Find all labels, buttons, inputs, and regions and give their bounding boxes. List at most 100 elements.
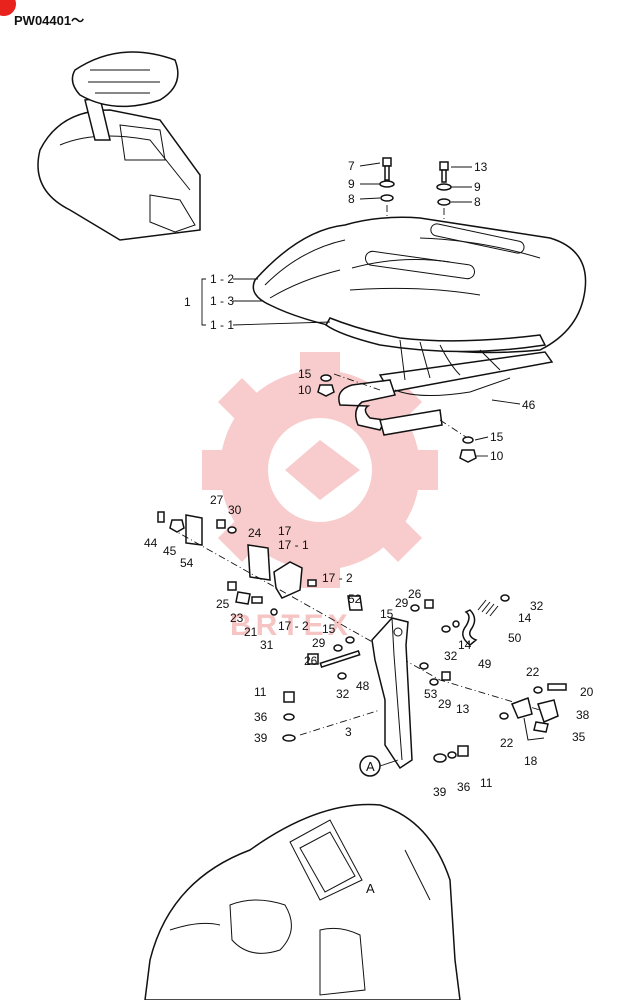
nut-45 xyxy=(169,519,185,533)
bracket-3 xyxy=(371,617,413,770)
label-24: 24 xyxy=(248,526,262,540)
seat-frame-46 xyxy=(338,339,554,436)
bolt-13b xyxy=(441,671,451,681)
nut-10b xyxy=(459,449,477,463)
washer-39b xyxy=(433,753,447,763)
label-23: 23 xyxy=(230,611,244,625)
bolt-26b xyxy=(307,653,319,665)
label-22b: 22 xyxy=(500,736,514,750)
label-3: 3 xyxy=(345,725,352,739)
model-code-label: PW04401～ xyxy=(14,13,85,28)
label-26b: 26 xyxy=(304,654,318,668)
watermark-text: BRTEX xyxy=(230,609,352,642)
bolt-26a xyxy=(424,599,434,609)
washer-30 xyxy=(227,526,237,534)
pin-21 xyxy=(251,596,263,604)
label-13b: 13 xyxy=(456,702,470,716)
rod-18 xyxy=(523,717,545,741)
shaft-48 xyxy=(319,649,361,669)
spring-50 xyxy=(477,599,499,617)
label-10b: 10 xyxy=(490,449,504,463)
label-49: 49 xyxy=(478,657,492,671)
clip-23 xyxy=(235,591,251,605)
washer-29c xyxy=(429,678,439,686)
label-8: 8 xyxy=(348,192,355,206)
label-17-1: 17 - 1 xyxy=(278,538,309,552)
label-54: 54 xyxy=(180,556,194,570)
lever-49 xyxy=(462,609,478,646)
plate-24 xyxy=(247,544,271,581)
label-1: 1 xyxy=(184,295,191,309)
assembly-line-3 xyxy=(333,373,381,391)
bolt-27 xyxy=(216,519,226,529)
washer-36b xyxy=(447,751,457,759)
label-32b: 32 xyxy=(530,599,544,613)
label-13: 13 xyxy=(474,160,488,174)
label-44: 44 xyxy=(144,536,158,550)
label-11b: 11 xyxy=(480,776,493,790)
machine-overview-top xyxy=(37,51,201,241)
assembly-line-4 xyxy=(439,419,467,438)
label-27: 27 xyxy=(210,493,224,507)
washer-39a xyxy=(282,734,296,742)
label-15b: 15 xyxy=(490,430,504,444)
label-52: 52 xyxy=(348,592,362,606)
label-50: 50 xyxy=(508,631,522,645)
switch-bracket xyxy=(511,697,533,719)
washer-15b xyxy=(462,436,474,444)
nut-22b xyxy=(499,712,509,720)
bolt-7 xyxy=(382,157,392,181)
label-26a: 26 xyxy=(408,587,422,601)
machine-overview-bottom xyxy=(144,803,461,1000)
washer-29b xyxy=(333,644,343,652)
washer-29a xyxy=(410,604,420,612)
washer-32a xyxy=(441,625,451,633)
label-1-2: 1 - 2 xyxy=(210,272,234,286)
bolt-44 xyxy=(157,511,165,523)
washer-8 xyxy=(380,194,394,202)
washer-14a xyxy=(452,620,460,628)
cap-52 xyxy=(347,595,363,611)
label-22a: 22 xyxy=(526,665,540,679)
washer-9 xyxy=(379,180,395,188)
plate-54 xyxy=(185,514,203,546)
label-A1: A xyxy=(366,759,375,774)
bolt-20 xyxy=(547,683,567,691)
label-15d: 15 xyxy=(322,622,336,636)
bolt-11b xyxy=(457,745,469,757)
leader-lines xyxy=(201,162,521,457)
label-20: 20 xyxy=(580,685,594,699)
label-18: 18 xyxy=(524,754,538,768)
label-14b: 14 xyxy=(518,611,532,625)
label-10a: 10 xyxy=(298,383,312,397)
label-8b: 8 xyxy=(474,195,481,209)
seat-assembly xyxy=(252,216,587,354)
label-17-2a: 17 - 2 xyxy=(322,571,353,585)
callout-labels: 7 9 8 13 9 8 1 1 - 2 1 - 3 1 - 1 15 10 4… xyxy=(144,159,594,896)
washer-15c xyxy=(345,636,355,644)
label-46: 46 xyxy=(522,398,536,412)
label-17-2b: 17 - 2 xyxy=(278,619,309,633)
switch-38 xyxy=(537,699,559,724)
label-15a: 15 xyxy=(298,367,312,381)
pin-31 xyxy=(270,608,278,616)
label-17: 17 xyxy=(278,524,292,538)
label-1-1: 1 - 1 xyxy=(210,318,234,332)
assembly-line-5 xyxy=(169,527,541,711)
washer-15a xyxy=(320,374,332,382)
label-53: 53 xyxy=(424,687,438,701)
washer-32c xyxy=(337,672,347,680)
bolt-11a xyxy=(283,691,295,703)
label-29b: 29 xyxy=(312,636,326,650)
bolt-13 xyxy=(439,161,449,183)
cap-35 xyxy=(533,721,549,733)
bolt-25 xyxy=(227,581,237,591)
washer-36a xyxy=(283,713,295,721)
label-29c: 29 xyxy=(438,697,452,711)
nut-22a xyxy=(533,686,543,694)
pin-17-2a xyxy=(307,579,317,587)
label-31: 31 xyxy=(260,638,274,652)
label-15c: 15 xyxy=(380,607,394,621)
washer-32b xyxy=(500,594,510,602)
